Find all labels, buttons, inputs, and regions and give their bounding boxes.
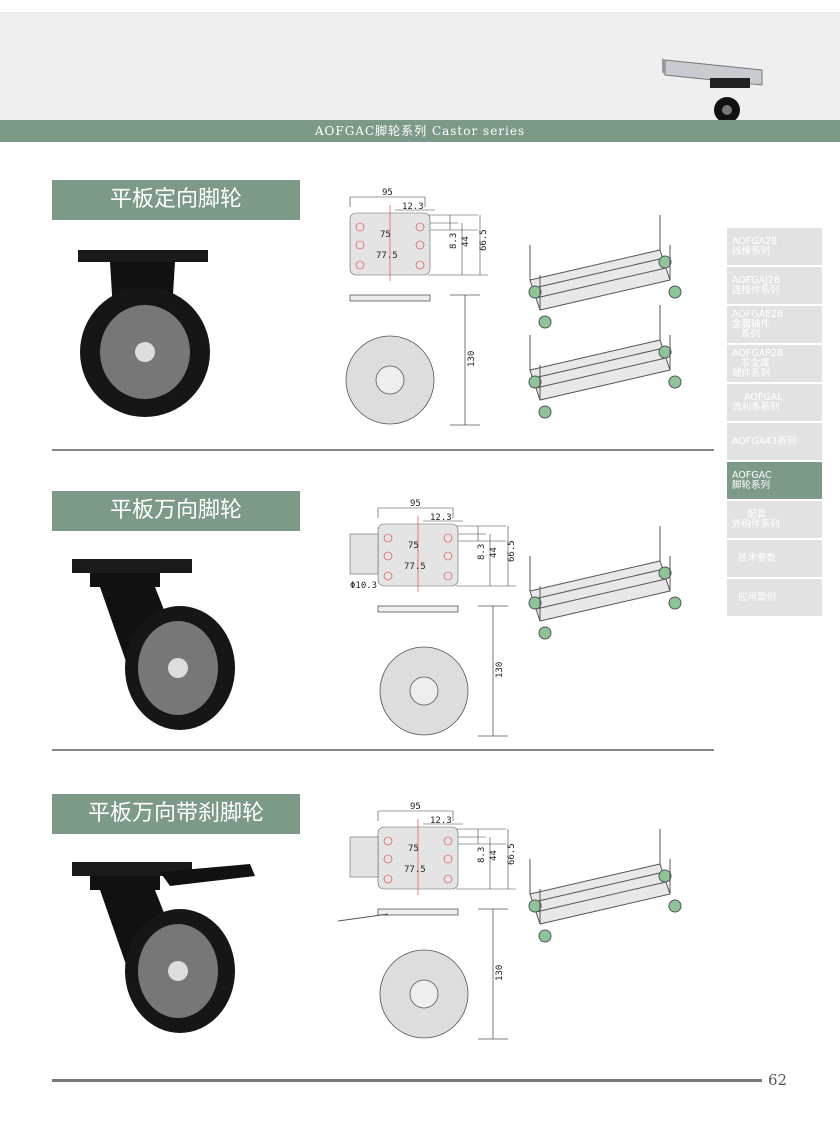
- dimension-label: 66.5: [479, 229, 489, 251]
- dimension-label: 66.5: [507, 540, 517, 562]
- sidebar-item[interactable]: AOFGAP28 非金属 辅件系列: [727, 345, 822, 382]
- dimension-label: 130: [467, 351, 477, 367]
- sidebar-item-label: AOFGAP28 非金属 辅件系列: [732, 347, 783, 379]
- series-band: AOFGAC脚轮系列 Castor series: [0, 120, 840, 142]
- dimension-label: 44: [461, 236, 471, 247]
- dimension-label: 130: [495, 662, 505, 678]
- section-divider: [52, 449, 714, 451]
- sidebar-item-label: AOFGAL 流利条系列: [732, 391, 783, 413]
- dimension-label: 95: [410, 499, 421, 509]
- caster-product-photo: [78, 250, 210, 417]
- dimension-label: 8.3: [449, 233, 459, 249]
- frame-application-drawing: [528, 526, 682, 640]
- sidebar-item-label: AOFGAJ28 连接件系列: [732, 274, 781, 296]
- sidebar-item-label: AOFGA43系列: [732, 435, 797, 447]
- sidebar-item-label: AOFGAC 脚轮系列: [732, 469, 772, 491]
- dimension-label: 66.5: [507, 843, 517, 865]
- dimension-label: 77.5: [404, 865, 426, 875]
- caster-product-photo: [72, 559, 235, 730]
- sidebar-item-label: 配套 外购件系列: [732, 508, 780, 530]
- sidebar-item[interactable]: AOFGA28 线棒系列: [727, 228, 822, 265]
- sidebar-item[interactable]: 应用案例: [727, 579, 822, 616]
- dimension-label: 77.5: [404, 562, 426, 572]
- dimension-label: 12.3: [402, 202, 424, 212]
- page-number: 62: [768, 1071, 788, 1089]
- sidebar-item-label: 应用案例: [732, 591, 777, 603]
- frame-application-drawing: [528, 829, 682, 943]
- sidebar-item[interactable]: 配套 外购件系列: [727, 501, 822, 538]
- dimension-label: 44: [489, 547, 499, 558]
- section-divider: [52, 749, 714, 751]
- dimension-label: 95: [410, 802, 421, 812]
- footer-line: [52, 1079, 762, 1082]
- sidebar-item-label: AOFGAE28 金属辅件 系列: [732, 308, 784, 340]
- dimension-label: 95: [382, 188, 393, 198]
- dimension-label: 75: [380, 230, 391, 240]
- section-title: 平板万向带刹脚轮: [52, 794, 300, 834]
- dimension-label: 44: [489, 850, 499, 861]
- header-banner: [0, 12, 840, 123]
- sidebar-item[interactable]: 技术参数: [727, 540, 822, 577]
- dimension-label: 12.3: [430, 816, 452, 826]
- dimension-label: Φ10.3: [350, 581, 377, 591]
- section-title: 平板定向脚轮: [52, 180, 300, 220]
- profile-caster-image: [662, 58, 763, 123]
- dimension-label: 8.3: [477, 847, 487, 863]
- sidebar-item[interactable]: AOFGA43系列: [727, 423, 822, 460]
- section-title: 平板万向脚轮: [52, 491, 300, 531]
- sidebar-item[interactable]: AOFGAE28 金属辅件 系列: [727, 306, 822, 343]
- sidebar-item[interactable]: AOFGAJ28 连接件系列: [727, 267, 822, 304]
- frame-application-drawing: [528, 215, 682, 419]
- dimension-label: 8.3: [477, 544, 487, 560]
- dimension-label: 77.5: [376, 251, 398, 261]
- sidebar-item[interactable]: AOFGAC 脚轮系列: [727, 462, 822, 499]
- dimension-label: 75: [408, 844, 419, 854]
- caster-product-photo: [72, 862, 255, 1033]
- sidebar-item-label: 技术参数: [732, 552, 777, 564]
- dimension-label: 75: [408, 541, 419, 551]
- sidebar-item[interactable]: AOFGAL 流利条系列: [727, 384, 822, 421]
- sidebar-item-label: AOFGA28 线棒系列: [732, 235, 778, 257]
- dimension-label: 12.3: [430, 513, 452, 523]
- dimension-label: 130: [495, 965, 505, 981]
